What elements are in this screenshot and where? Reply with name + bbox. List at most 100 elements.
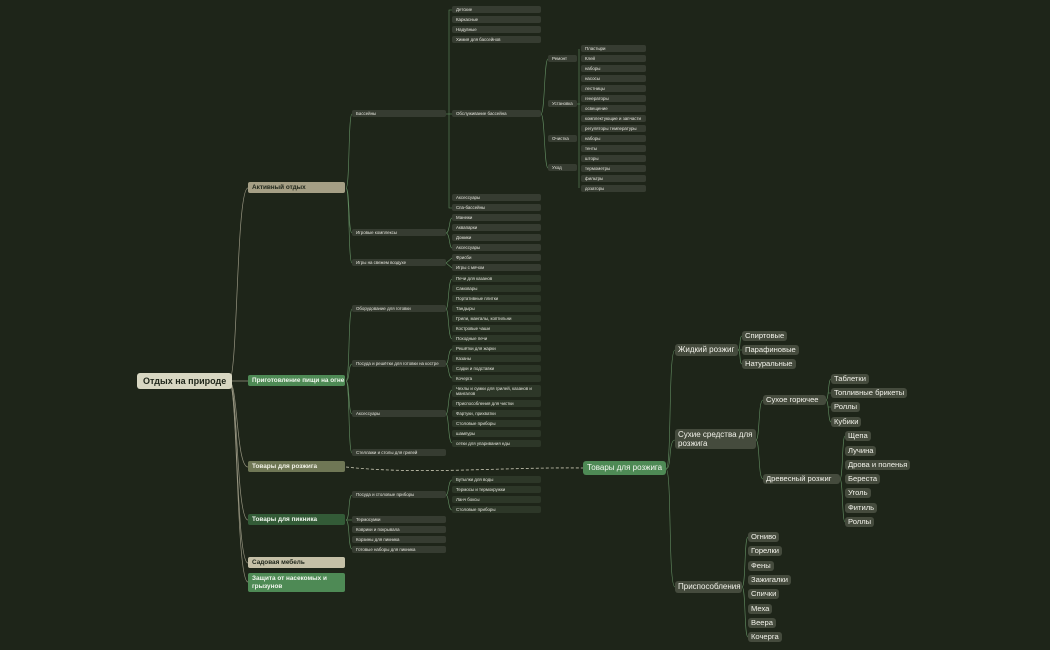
leaf-rolls-wood[interactable]: Роллы: [845, 517, 875, 527]
leaf-kazan-stoves[interactable]: Печи для казанов: [452, 275, 541, 282]
leaf-cleaning-tools[interactable]: Приспособления для чистки: [452, 400, 541, 407]
node-picnic-dishes[interactable]: Посуда и столовые приборы: [352, 491, 446, 498]
leaf-picnic-cutlery[interactable]: Столовые приборы: [452, 506, 541, 513]
leaf-playpens[interactable]: Манежи: [452, 214, 541, 221]
node-repair[interactable]: Ремонт: [548, 55, 577, 62]
leaf-samovars[interactable]: Самовары: [452, 285, 541, 292]
leaf-burners[interactable]: Горелки: [748, 546, 783, 556]
leaf-parts[interactable]: комплектующие и запчасти: [581, 115, 646, 122]
fire-goods-hub[interactable]: Товары для розжига: [583, 461, 666, 475]
node-pool-accessories[interactable]: Аксессуары: [452, 194, 541, 201]
leaf-aquaparks[interactable]: Аквапарки: [452, 224, 541, 231]
leaf-play-accessories[interactable]: Аксессуары: [452, 244, 541, 251]
leaf-dryers[interactable]: Фены: [748, 561, 774, 571]
category-cooking[interactable]: Приготовление пищи на огне: [248, 375, 345, 386]
leaf-clean-kits[interactable]: наборы: [581, 135, 646, 142]
leaf-birch-bark[interactable]: Береста: [845, 474, 881, 484]
leaf-skewers[interactable]: шампуры: [452, 430, 541, 437]
leaf-stands[interactable]: Садки и подставки: [452, 365, 541, 372]
node-grill-tables[interactable]: Стеллажи и столы для грилей: [352, 449, 446, 456]
leaf-tablets[interactable]: Таблетки: [831, 374, 869, 384]
leaf-filters[interactable]: фильтры: [581, 175, 646, 182]
node-wood-ignition[interactable]: Древесный розжиг: [763, 474, 840, 484]
node-pool-service[interactable]: Обслуживание бассейна: [452, 110, 541, 117]
leaf-lighters[interactable]: Зажигалки: [748, 575, 791, 585]
node-liquid-ignition[interactable]: Жидкий розжиг: [675, 344, 738, 356]
node-pool-inflatable[interactable]: Надувные: [452, 26, 541, 33]
leaf-alcohol[interactable]: Спиртовые: [742, 331, 788, 341]
leaf-fans[interactable]: Веера: [748, 618, 776, 628]
leaf-natural[interactable]: Натуральные: [742, 359, 796, 369]
leaf-briquettes[interactable]: Топливные брикеты: [831, 388, 908, 398]
node-cook-equipment[interactable]: Оборудование для готовки: [352, 305, 446, 312]
leaf-pumps[interactable]: насосы: [581, 75, 646, 82]
leaf-thermobags[interactable]: Термосумки: [352, 516, 446, 523]
node-care[interactable]: Уход: [548, 164, 577, 171]
node-dry-fuel[interactable]: Сухое горючее: [763, 395, 826, 405]
leaf-playhouses[interactable]: Домики: [452, 234, 541, 241]
node-pools[interactable]: Бассейны: [352, 110, 446, 117]
node-play-complexes[interactable]: Игровые комплексы: [352, 229, 446, 236]
leaf-patches[interactable]: Пластыри: [581, 45, 646, 52]
leaf-wick[interactable]: Фитиль: [845, 503, 878, 513]
leaf-firewood[interactable]: Дрова и поленья: [845, 460, 911, 470]
leaf-grills[interactable]: Грили, мангалы, коптильни: [452, 315, 541, 322]
node-dry-ignition[interactable]: Сухие средства для розжига: [675, 429, 756, 450]
category-active[interactable]: Активный отдых: [248, 182, 345, 193]
leaf-aprons[interactable]: Фартуки, прихватки: [452, 410, 541, 417]
node-install[interactable]: Установка: [548, 100, 577, 107]
leaf-coal[interactable]: Уголь: [845, 488, 871, 498]
leaf-bellows[interactable]: Меха: [748, 604, 773, 614]
leaf-repair-kits[interactable]: наборы: [581, 65, 646, 72]
leaf-rolls-fuel[interactable]: Роллы: [831, 402, 861, 412]
leaf-cubes[interactable]: Кубики: [831, 417, 862, 427]
leaf-grates[interactable]: Решётки для жарки: [452, 345, 541, 352]
node-pool-spa[interactable]: Спа-бассейны: [452, 204, 541, 211]
leaf-kazans[interactable]: Казаны: [452, 355, 541, 362]
leaf-awnings[interactable]: тенты: [581, 145, 646, 152]
node-pool-kids[interactable]: Детские: [452, 6, 541, 13]
node-clean[interactable]: Очистка: [548, 135, 577, 142]
leaf-fire-poker[interactable]: Кочерга: [748, 632, 782, 642]
leaf-water-bottles[interactable]: Бутылки для воды: [452, 476, 541, 483]
category-picnic[interactable]: Товары для пикника: [248, 514, 345, 525]
leaf-chips[interactable]: Щепа: [845, 431, 871, 441]
leaf-covers[interactable]: Чехлы и сумки для грилей, казанов и манг…: [452, 385, 541, 398]
leaf-splinter[interactable]: Лучина: [845, 446, 877, 456]
leaf-curtains[interactable]: шторы: [581, 155, 646, 162]
leaf-lunch-boxes[interactable]: Ланч боксы: [452, 496, 541, 503]
leaf-dispensers[interactable]: дозаторы: [581, 185, 646, 192]
node-pool-frame[interactable]: Каркасные: [452, 16, 541, 23]
leaf-frisbee[interactable]: Фрисби: [452, 254, 541, 261]
leaf-fire-bowls[interactable]: Костровые чаши: [452, 325, 541, 332]
node-cook-dishes[interactable]: Посуда и решётки для готовки на костре: [352, 360, 446, 367]
leaf-baskets[interactable]: Корзины для пикника: [352, 536, 446, 543]
leaf-lighting[interactable]: освещение: [581, 105, 646, 112]
leaf-flint[interactable]: Огниво: [748, 532, 780, 542]
leaf-steam-nets[interactable]: сетки для упаривания еды: [452, 440, 541, 447]
leaf-generators[interactable]: генераторы: [581, 95, 646, 102]
node-cook-accessories[interactable]: Аксессуары: [352, 410, 446, 417]
leaf-portable-stoves[interactable]: Портативные плитки: [452, 295, 541, 302]
leaf-ladders[interactable]: лестницы: [581, 85, 646, 92]
category-fire-goods[interactable]: Товары для розжига: [248, 461, 345, 472]
node-pool-chemistry[interactable]: Химия для бассейнов: [452, 36, 541, 43]
leaf-camp-stoves[interactable]: Походные печи: [452, 335, 541, 342]
leaf-tandoors[interactable]: Тандыры: [452, 305, 541, 312]
leaf-thermometers[interactable]: термометры: [581, 165, 646, 172]
root-node[interactable]: Отдых на природе: [137, 373, 233, 389]
leaf-rugs[interactable]: Коврики и покрывала: [352, 526, 446, 533]
leaf-temp-regulators[interactable]: регуляторы температуры: [581, 125, 646, 132]
leaf-glue[interactable]: Клей: [581, 55, 646, 62]
leaf-cutlery[interactable]: Столовые приборы: [452, 420, 541, 427]
leaf-thermoses[interactable]: Термосы и термокружки: [452, 486, 541, 493]
category-insects[interactable]: Защита от насекомых и грызунов: [248, 573, 345, 593]
leaf-ball-games[interactable]: Игры с мячом: [452, 264, 541, 271]
category-garden[interactable]: Садовая мебель: [248, 557, 345, 568]
leaf-poker[interactable]: Кочерга: [452, 375, 541, 382]
node-ignition-tools[interactable]: Приспособления: [675, 581, 742, 593]
node-outdoor-games[interactable]: Игры на свежем воздухе: [352, 259, 446, 266]
leaf-picnic-sets[interactable]: Готовые наборы для пикника: [352, 546, 446, 553]
leaf-matches[interactable]: Спички: [748, 589, 780, 599]
leaf-paraffin[interactable]: Парафиновые: [742, 345, 799, 355]
